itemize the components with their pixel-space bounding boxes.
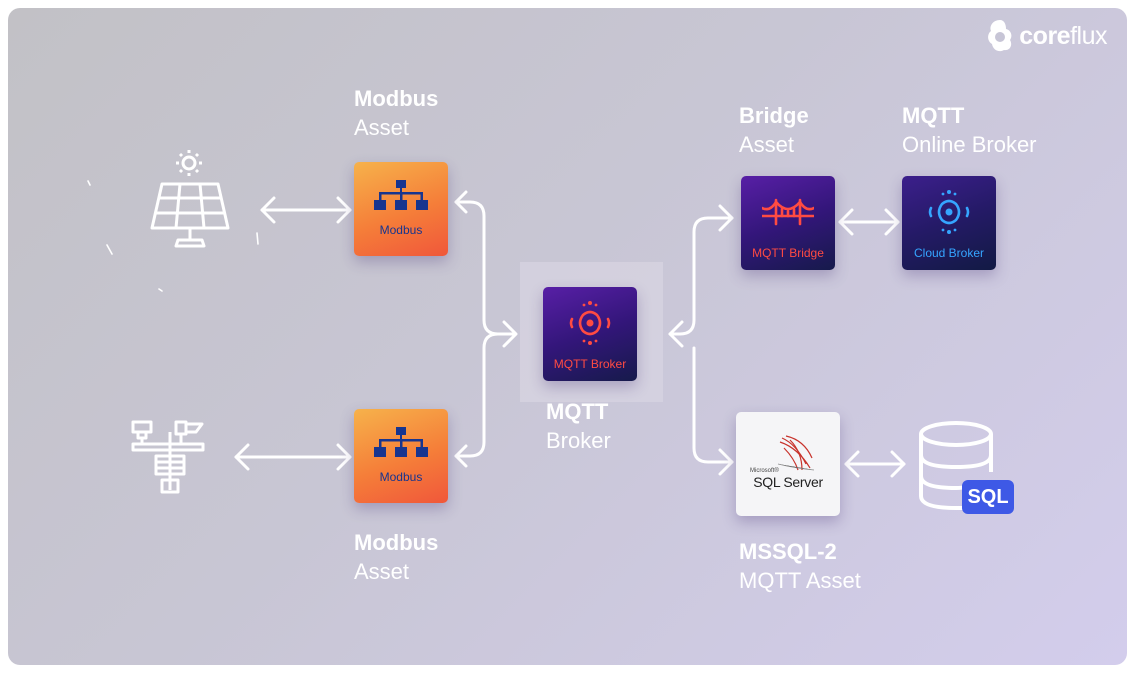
arrow-sensor-modbus	[234, 443, 352, 471]
weather-station-icon	[131, 420, 205, 494]
mssql-label: MSSQL-2 MQTT Asset	[739, 537, 861, 595]
modbus-bottom-subtitle: Asset	[354, 559, 410, 584]
modbus-bottom-tile-label: Modbus	[379, 470, 423, 484]
arrow-broker-bridge	[668, 204, 734, 348]
mssql-title: MSSQL-2	[739, 539, 837, 564]
sql-server-tile-label: SQL Server	[753, 474, 823, 490]
sql-server-brand-small: Microsoft®	[750, 468, 779, 474]
mqtt-broker-subtitle: Broker	[546, 428, 611, 453]
sql-server-tile[interactable]: Microsoft® SQL Server	[736, 412, 840, 516]
coreflux-wordmark: coreflux	[1019, 21, 1107, 50]
online-broker-label: MQTT Online Broker	[902, 101, 1037, 159]
bridge-subtitle: Asset	[739, 132, 795, 157]
cloud-broker-icon	[928, 190, 970, 234]
arrow-mssql-database	[844, 450, 906, 478]
online-broker-subtitle: Online Broker	[902, 132, 1037, 157]
bridge-tile-label: MQTT Bridge	[752, 246, 824, 260]
network-hierarchy-icon	[374, 180, 428, 210]
sql-badge: SQL	[962, 480, 1014, 514]
coreflux-logo-icon	[988, 20, 1012, 52]
arrow-broker-mssql	[692, 346, 734, 476]
modbus-top-title: Modbus	[354, 86, 439, 111]
bridge-icon	[762, 198, 814, 226]
arrow-bridge-cloud	[838, 208, 900, 236]
cloud-broker-tile[interactable]: Cloud Broker	[902, 176, 996, 270]
arrow-solar-modbus	[260, 196, 352, 224]
modbus-top-tile[interactable]: Modbus	[354, 162, 448, 256]
mqtt-broker-tile[interactable]: MQTT Broker	[543, 287, 637, 381]
cloud-broker-tile-label: Cloud Broker	[913, 246, 985, 260]
mqtt-broker-title: MQTT	[546, 399, 609, 424]
modbus-top-tile-label: Modbus	[379, 223, 423, 237]
modbus-top-subtitle: Asset	[354, 115, 410, 140]
modbus-bottom-title: Modbus	[354, 530, 439, 555]
online-broker-title: MQTT	[902, 103, 965, 128]
sql-server-logo-icon	[777, 435, 815, 471]
database-icon	[919, 421, 993, 510]
mqtt-broker-tile-label: MQTT Broker	[553, 357, 627, 371]
bridge-tile[interactable]: MQTT Bridge	[741, 176, 835, 270]
bridge-label: Bridge Asset	[739, 101, 809, 159]
coreflux-logo: coreflux	[985, 18, 1107, 54]
arrow-modbus-top-broker	[454, 190, 518, 348]
solar-panel-icon	[150, 150, 230, 248]
broker-signal-icon	[569, 301, 611, 345]
modbus-bottom-label: Modbus Asset	[354, 528, 438, 586]
network-hierarchy-icon	[374, 427, 428, 457]
arrow-modbus-bottom-broker	[454, 332, 500, 468]
bridge-title: Bridge	[739, 103, 809, 128]
mssql-subtitle: MQTT Asset	[739, 568, 861, 593]
modbus-top-label: Modbus Asset	[354, 84, 438, 142]
mqtt-broker-label: MQTT Broker	[546, 397, 611, 455]
modbus-bottom-tile[interactable]: Modbus	[354, 409, 448, 503]
